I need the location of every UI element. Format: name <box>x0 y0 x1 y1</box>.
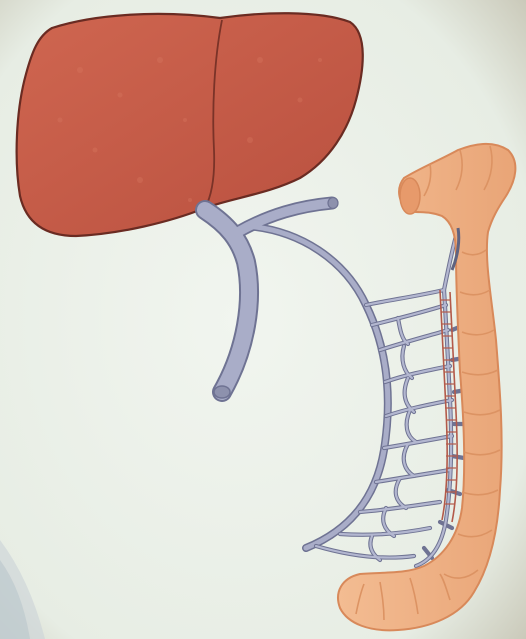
portal-vein-cut-end <box>214 386 230 398</box>
splenic-vein-cut-end <box>328 198 338 209</box>
colon-cut-end <box>400 178 420 214</box>
